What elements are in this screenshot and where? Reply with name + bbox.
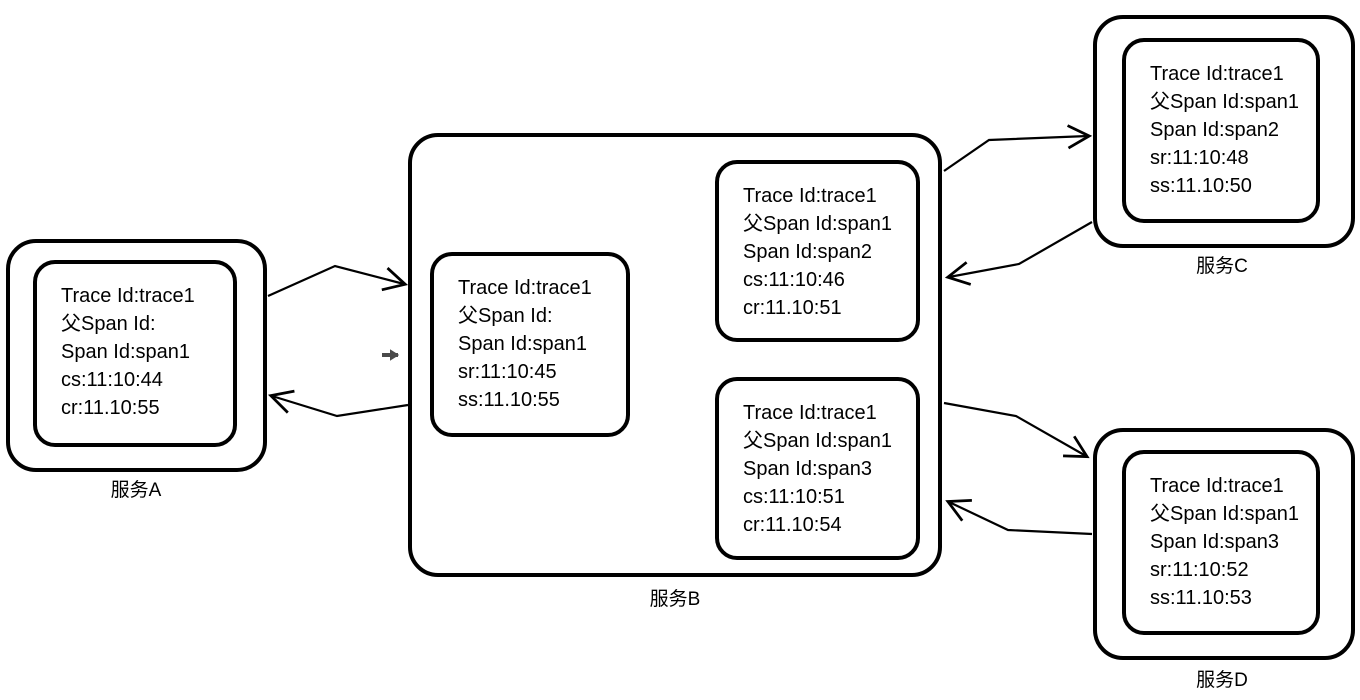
time-line-2: ss:11.10:53	[1150, 587, 1252, 609]
service-d-label: 服务D	[1196, 670, 1248, 691]
arrow-a-to-b	[267, 264, 409, 298]
span-id-line: Span Id:span1	[61, 341, 190, 363]
time-line-2: cr:11.10:51	[743, 297, 842, 319]
span-id-line: Span Id:span2	[743, 241, 872, 263]
time-line-1: cs:11:10:51	[743, 486, 845, 508]
service-d-box: Trace Id:trace1 父Span Id:span1 Span Id:s…	[1093, 428, 1355, 660]
time-line-1: sr:11:10:52	[1150, 559, 1249, 581]
arrow-b-to-c	[943, 124, 1093, 172]
service-a-label: 服务A	[110, 480, 162, 501]
trace-id-line: Trace Id:trace1	[61, 285, 195, 307]
span-card-a: Trace Id:trace1 父Span Id: Span Id:span1 …	[33, 260, 237, 447]
span-card-c: Trace Id:trace1 父Span Id:span1 Span Id:s…	[1122, 38, 1320, 223]
time-line-2: cr:11.10:54	[743, 514, 842, 536]
arrow-c-to-b	[944, 221, 1093, 286]
time-line-2: ss:11.10:50	[1150, 175, 1252, 197]
parent-span-line: 父Span Id:span1	[743, 430, 892, 452]
span-card-b3: Trace Id:trace1 父Span Id:span1 Span Id:s…	[715, 377, 920, 560]
service-a-box: Trace Id:trace1 父Span Id: Span Id:span1 …	[6, 239, 267, 472]
parent-span-line: 父Span Id:span1	[1150, 503, 1299, 525]
span-id-line: Span Id:span2	[1150, 119, 1279, 141]
parent-span-line: 父Span Id:	[61, 313, 156, 335]
trace-id-line: Trace Id:trace1	[743, 402, 877, 424]
trace-id-line: Trace Id:trace1	[743, 185, 877, 207]
span-id-line: Span Id:span1	[458, 333, 587, 355]
span-card-b1: Trace Id:trace1 父Span Id: Span Id:span1 …	[430, 252, 630, 437]
parent-span-line: 父Span Id:span1	[743, 213, 892, 235]
service-c-box: Trace Id:trace1 父Span Id:span1 Span Id:s…	[1093, 15, 1355, 248]
service-b-box: Trace Id:trace1 父Span Id: Span Id:span1 …	[408, 133, 942, 577]
time-line-1: cs:11:10:46	[743, 269, 845, 291]
service-b-label: 服务B	[649, 589, 701, 610]
time-line-2: ss:11.10:55	[458, 389, 560, 411]
arrow-b-to-a	[267, 389, 409, 418]
parent-span-line: 父Span Id:	[458, 305, 553, 327]
time-line-2: cr:11.10:55	[61, 397, 160, 419]
trace-id-line: Trace Id:trace1	[1150, 475, 1284, 497]
arrow-d-to-b	[945, 499, 1093, 536]
service-c-label: 服务C	[1196, 256, 1248, 277]
parent-span-line: 父Span Id:span1	[1150, 91, 1299, 113]
time-line-1: cs:11:10:44	[61, 369, 163, 391]
trace-id-line: Trace Id:trace1	[1150, 63, 1284, 85]
trace-id-line: Trace Id:trace1	[458, 277, 592, 299]
arrow-b-to-d	[943, 401, 1090, 459]
time-line-1: sr:11:10:45	[458, 361, 557, 383]
span-card-d: Trace Id:trace1 父Span Id:span1 Span Id:s…	[1122, 450, 1320, 635]
time-line-1: sr:11:10:48	[1150, 147, 1249, 169]
span-id-line: Span Id:span3	[1150, 531, 1279, 553]
span-card-b2: Trace Id:trace1 父Span Id:span1 Span Id:s…	[715, 160, 920, 342]
span-id-line: Span Id:span3	[743, 458, 872, 480]
